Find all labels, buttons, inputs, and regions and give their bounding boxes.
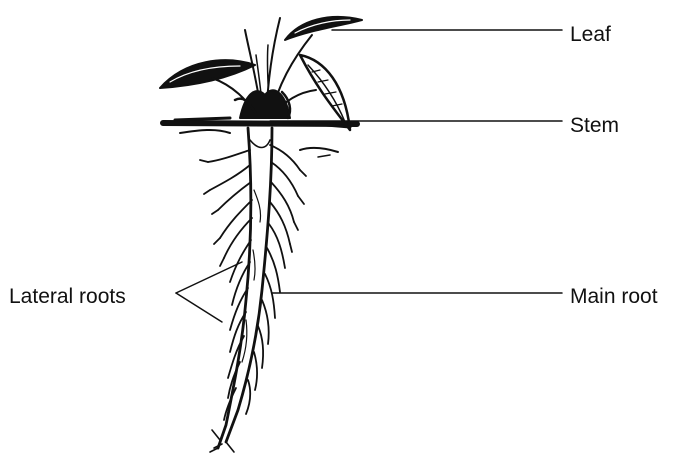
ground-line — [163, 118, 357, 157]
leaves — [160, 17, 362, 130]
stem-label: Stem — [570, 115, 619, 136]
main-root-label: Main root — [570, 286, 658, 307]
lateral-roots-left — [200, 150, 252, 420]
lateral-roots-leader-lower — [176, 293, 222, 322]
main-root — [210, 128, 272, 452]
lateral-roots-right — [246, 145, 306, 414]
leaf-label: Leaf — [570, 24, 611, 45]
lateral-roots-label: Lateral roots — [9, 286, 126, 307]
